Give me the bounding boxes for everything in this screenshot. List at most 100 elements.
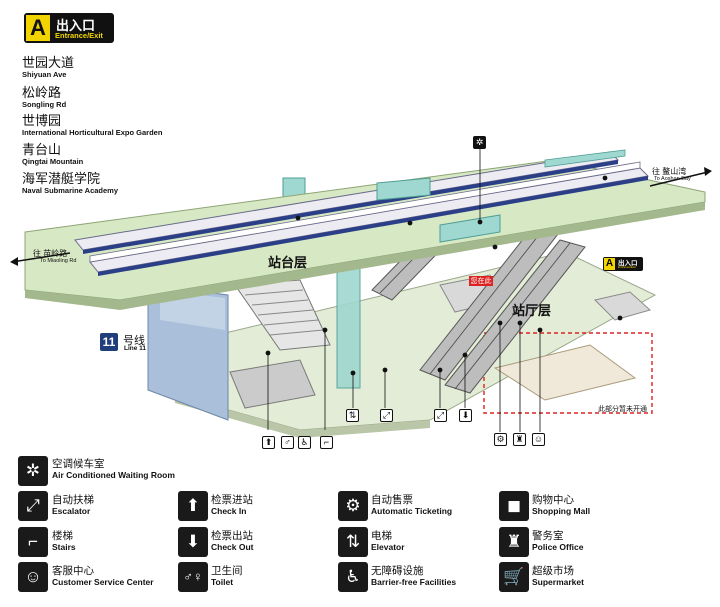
legend-item: 卫生间 Toilet xyxy=(211,565,243,588)
legend-label-cn: 楼梯 xyxy=(52,530,73,542)
legend-label-en: Supermarket xyxy=(532,577,584,587)
legend-label-cn: 电梯 xyxy=(371,530,392,542)
legend-item: 超级市场 Supermarket xyxy=(532,565,584,588)
destination-en: Naval Submarine Academy xyxy=(22,186,119,195)
legend-item: 检票出站 Check Out xyxy=(211,530,254,553)
exit-badge: A 出入口 Entrance/Exit xyxy=(24,13,114,43)
legend-label-cn: 自动扶梯 xyxy=(52,494,94,506)
waiting-room xyxy=(376,177,431,201)
legend-label-en: Shopping Mall xyxy=(532,506,591,516)
legend-label-cn: 检票进站 xyxy=(211,494,253,506)
police-icon: ♜ xyxy=(499,527,529,557)
legend-item: 检票进站 Check In xyxy=(211,494,253,517)
train-rear xyxy=(74,151,620,254)
destination-cn: 青台山 xyxy=(22,142,62,157)
legend-label-en: Escalator xyxy=(52,506,91,516)
customer-service-icon: ☺ xyxy=(18,562,48,592)
line-number-badge: 11 xyxy=(100,333,118,351)
platform-level-label: 站台层 xyxy=(268,255,308,270)
legend-label-cn: 警务室 xyxy=(532,530,564,542)
snowflake-icon: ✲ xyxy=(473,136,486,149)
check-in-icon: ⬆ xyxy=(262,436,275,449)
legend-label-en: Barrier-free Facilities xyxy=(371,577,457,587)
legend-item: 空调候车室 Air Conditioned Waiting Room xyxy=(52,458,175,481)
escalator-icon: ⤢ xyxy=(380,409,393,422)
diagram-exit-cn: 出入口 xyxy=(618,260,638,267)
check-out-icon: ⬇ xyxy=(178,527,208,557)
direction-left-label-en: To Miaoling Rd xyxy=(40,258,77,264)
destination-item: 海军潜艇学院 Naval Submarine Academy xyxy=(22,171,118,196)
platform-slab-edge xyxy=(25,202,705,310)
destination-cn: 海军潜艇学院 xyxy=(22,171,101,186)
direction-left-label: 往 苗岭路 xyxy=(33,249,68,258)
destination-en: Songling Rd xyxy=(22,100,67,109)
legend-label-cn: 购物中心 xyxy=(532,494,574,506)
elevator-icon: ⇅ xyxy=(338,527,368,557)
toilet-icon: ♂ xyxy=(281,436,294,449)
room-block xyxy=(594,291,652,321)
concourse-floor-edge xyxy=(175,395,430,438)
legend-item: 电梯 Elevator xyxy=(371,530,405,553)
room-block xyxy=(229,359,316,409)
you-are-here-marker xyxy=(469,276,493,286)
legend-item: 客服中心 Customer Service Center xyxy=(52,565,154,588)
escalator xyxy=(444,239,586,394)
escalator-icon: ⤢ xyxy=(434,409,447,422)
exit-letter: A xyxy=(26,15,50,41)
stairs-icon: ⌐ xyxy=(320,436,333,449)
destination-cn: 世园大道 xyxy=(22,55,75,70)
wheelchair-icon: ♿ xyxy=(338,562,368,592)
legend-label-cn: 超级市场 xyxy=(532,565,574,577)
legend-item: 楼梯 Stairs xyxy=(52,530,76,553)
police-icon: ♜ xyxy=(513,433,526,446)
direction-right-arrow xyxy=(649,171,709,187)
toilet-icon: ♂♀ xyxy=(178,562,208,592)
destination-item: 松岭路 Songling Rd xyxy=(22,85,66,110)
legend-label-en: Customer Service Center xyxy=(52,577,154,587)
legend-label-cn: 卫生间 xyxy=(211,565,243,577)
snowflake-icon: ✲ xyxy=(18,456,48,486)
concourse-level-label: 站厅层 xyxy=(512,303,552,318)
legend-label-en: Stairs xyxy=(52,542,76,552)
elevator-icon: ⇅ xyxy=(346,409,359,422)
diagram-exit-letter: A xyxy=(604,258,615,270)
train-front xyxy=(89,161,650,276)
line-label-cn: 号线 xyxy=(123,335,145,347)
station-diagram xyxy=(10,142,712,438)
direction-right-label: 往 鳌山湾 xyxy=(652,167,687,176)
legend-label-en: Air Conditioned Waiting Room xyxy=(52,470,175,480)
check-in-icon: ⬆ xyxy=(178,491,208,521)
legend-label-cn: 自动售票 xyxy=(371,494,413,506)
legend-label-en: Check Out xyxy=(211,542,254,552)
wheelchair-icon: ♿ xyxy=(298,436,311,449)
legend-item: 警务室 Police Office xyxy=(532,530,584,553)
legend-label-en: Toilet xyxy=(211,577,234,587)
legend-label-en: Police Office xyxy=(532,542,584,552)
diagram-exit-en: Entrance/Exit xyxy=(618,265,636,269)
legend-label-cn: 客服中心 xyxy=(52,565,94,577)
legend-label-cn: 检票出站 xyxy=(211,530,253,542)
legend-label-en: Elevator xyxy=(371,542,405,552)
destination-en: Shiyuan Ave xyxy=(22,70,67,79)
exit-label-en: Entrance/Exit xyxy=(55,31,103,40)
ticketing-icon: ⚙ xyxy=(494,433,507,446)
check-out-icon: ⬇ xyxy=(459,409,472,422)
diagram-exit-badge: A 出入口 Entrance/Exit xyxy=(603,257,643,271)
destination-item: 世园大道 Shiyuan Ave xyxy=(22,55,74,80)
line-label-en: Line 11 xyxy=(124,345,147,352)
ticketing-icon: ⚙ xyxy=(338,491,368,521)
destination-item: 世博园 International Horticultural Expo Gar… xyxy=(22,113,162,138)
shopping-bag-icon: ◼ xyxy=(499,491,529,521)
escalator-icon: ⤢ xyxy=(18,491,48,521)
cart-icon: 🛒 xyxy=(499,562,529,592)
exit-label-cn: 出入口 xyxy=(56,18,96,33)
you-are-here-label: 您在此 xyxy=(470,278,492,285)
destination-cn: 松岭路 xyxy=(22,85,62,100)
stairs-icon: ⌐ xyxy=(18,527,48,557)
legend-label-en: Check In xyxy=(211,506,247,516)
destination-item: 青台山 Qingtai Mountain xyxy=(22,142,83,167)
legend-label-cn: 无障碍设施 xyxy=(371,565,424,577)
legend-item: 自动售票 Automatic Ticketing xyxy=(371,494,452,517)
direction-left-arrow xyxy=(11,252,71,263)
canopy xyxy=(544,149,626,168)
